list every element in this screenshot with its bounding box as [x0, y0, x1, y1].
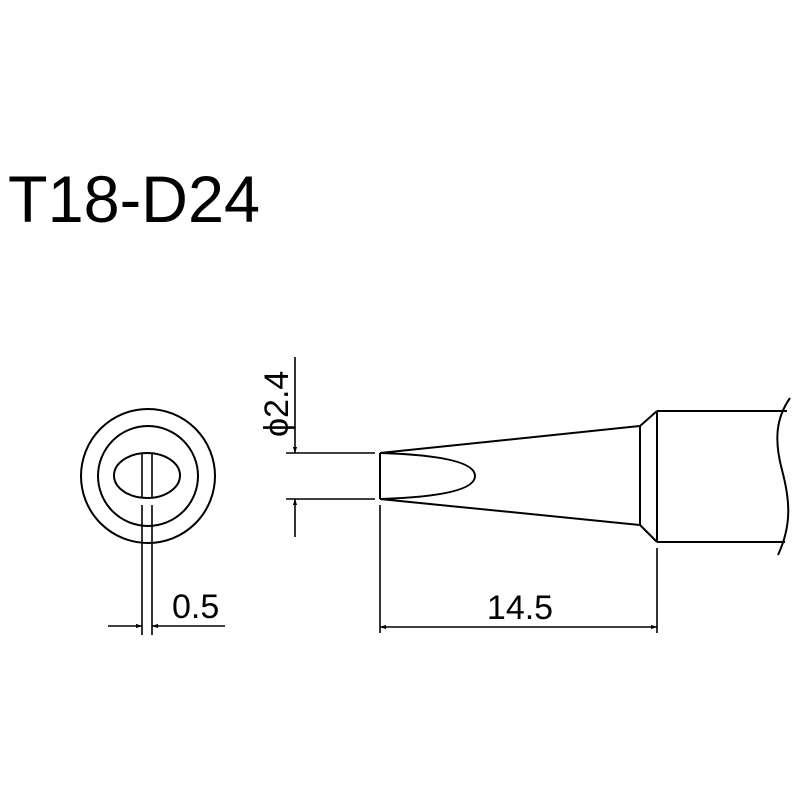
- length-dimension: 14.5: [379, 505, 658, 633]
- break-line: [776, 397, 791, 556]
- thickness-label: 0.5: [172, 588, 219, 626]
- tip-end-view: [80, 408, 216, 635]
- thickness-dimension: 0.5: [108, 588, 225, 629]
- tip-side-view: [379, 397, 791, 556]
- diameter-label: ϕ2.4: [258, 371, 296, 437]
- drawing-title: T18-D24: [8, 162, 260, 236]
- length-label: 14.5: [487, 589, 553, 627]
- diameter-dimension: ϕ2.4: [258, 357, 375, 537]
